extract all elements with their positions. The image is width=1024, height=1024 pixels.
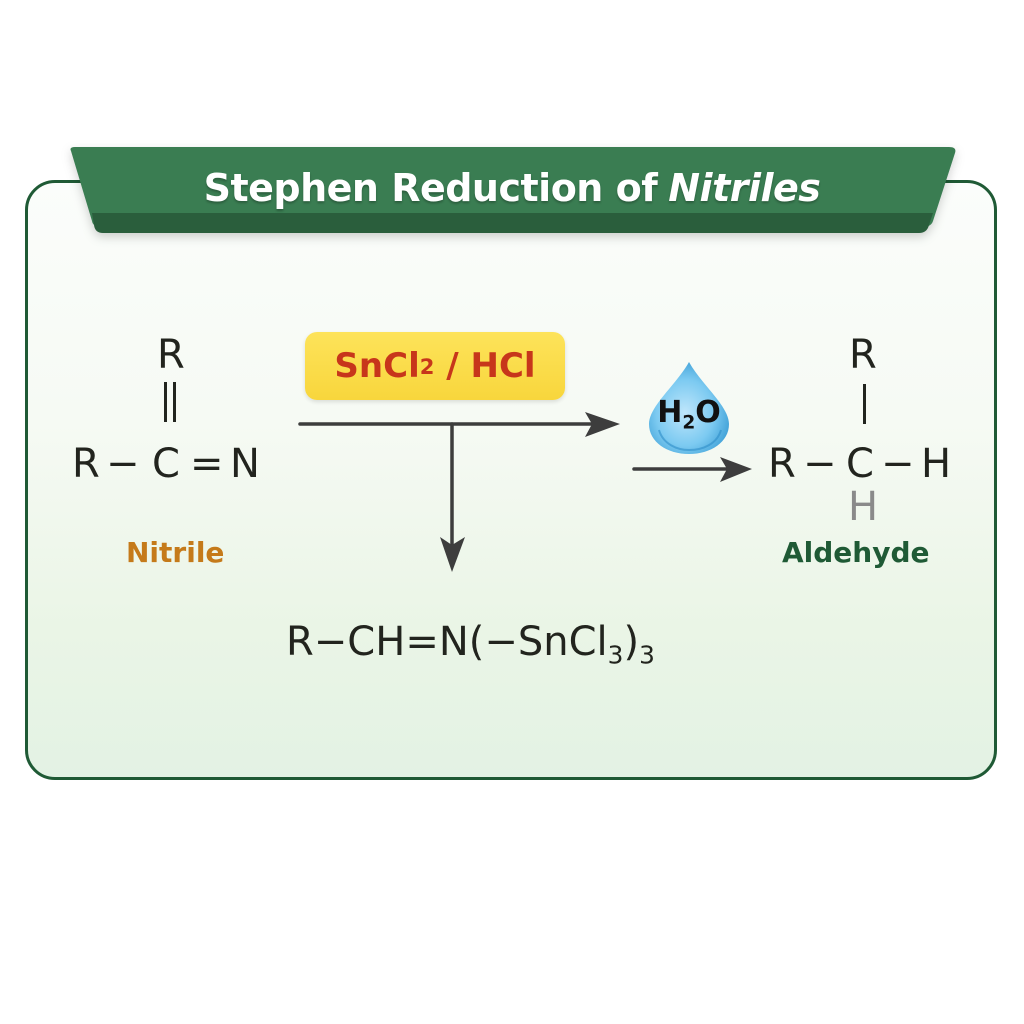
reactant-bond-left: − xyxy=(106,441,140,487)
product-top-bond xyxy=(863,384,866,424)
reactant-bond-right: = xyxy=(190,441,224,487)
product-bottom-atom: H xyxy=(848,484,879,530)
water-drop-icon xyxy=(649,362,729,454)
reactant-double-bond-left xyxy=(164,382,167,422)
product-bond-left: − xyxy=(803,441,837,487)
intermediate-formula: R−CH=N(−SnCl3)3 xyxy=(286,622,655,668)
intermediate-main: R−CH=N(−SnCl xyxy=(286,619,608,665)
main-arrow-icon xyxy=(298,412,620,437)
intermediate-subscript-2: 3 xyxy=(639,640,655,670)
banner-shape xyxy=(70,147,956,233)
down-arrow-icon xyxy=(440,422,465,572)
title-italic: Nitriles xyxy=(668,166,821,210)
reactant-right-atom: N xyxy=(230,441,260,487)
page-title: Stephen Reduction of Nitriles xyxy=(67,147,957,229)
intermediate-paren: ) xyxy=(623,619,640,665)
reactant-top-atom: R xyxy=(157,332,185,378)
water-subscript: 2 xyxy=(682,412,696,434)
water-prefix: H xyxy=(657,395,683,430)
reactant-left-atom: R xyxy=(72,441,100,487)
product-right-atom: H xyxy=(921,441,952,487)
title-main: Stephen Reduction of xyxy=(203,166,658,210)
water-suffix: O xyxy=(695,395,721,430)
title-banner: Stephen Reduction of Nitriles xyxy=(67,147,957,235)
product-label: Aldehyde xyxy=(782,536,930,569)
reagent-suffix: / HCl xyxy=(434,346,536,386)
diagram-card xyxy=(25,180,997,780)
product-bond-right: − xyxy=(881,441,915,487)
product-center-atom: C xyxy=(846,441,874,487)
reagent-subscript: 2 xyxy=(419,353,435,379)
reactant-label: Nitrile xyxy=(126,536,225,569)
reactant-center-atom: C xyxy=(152,441,180,487)
intermediate-subscript-1: 3 xyxy=(607,640,624,670)
hydrolysis-arrow-icon xyxy=(632,457,752,482)
reagent-prefix: SnCl xyxy=(334,346,420,386)
product-left-atom: R xyxy=(768,441,796,487)
water-label: H2O xyxy=(643,395,735,434)
reactant-double-bond-right xyxy=(173,382,176,422)
product-top-atom: R xyxy=(849,332,877,378)
